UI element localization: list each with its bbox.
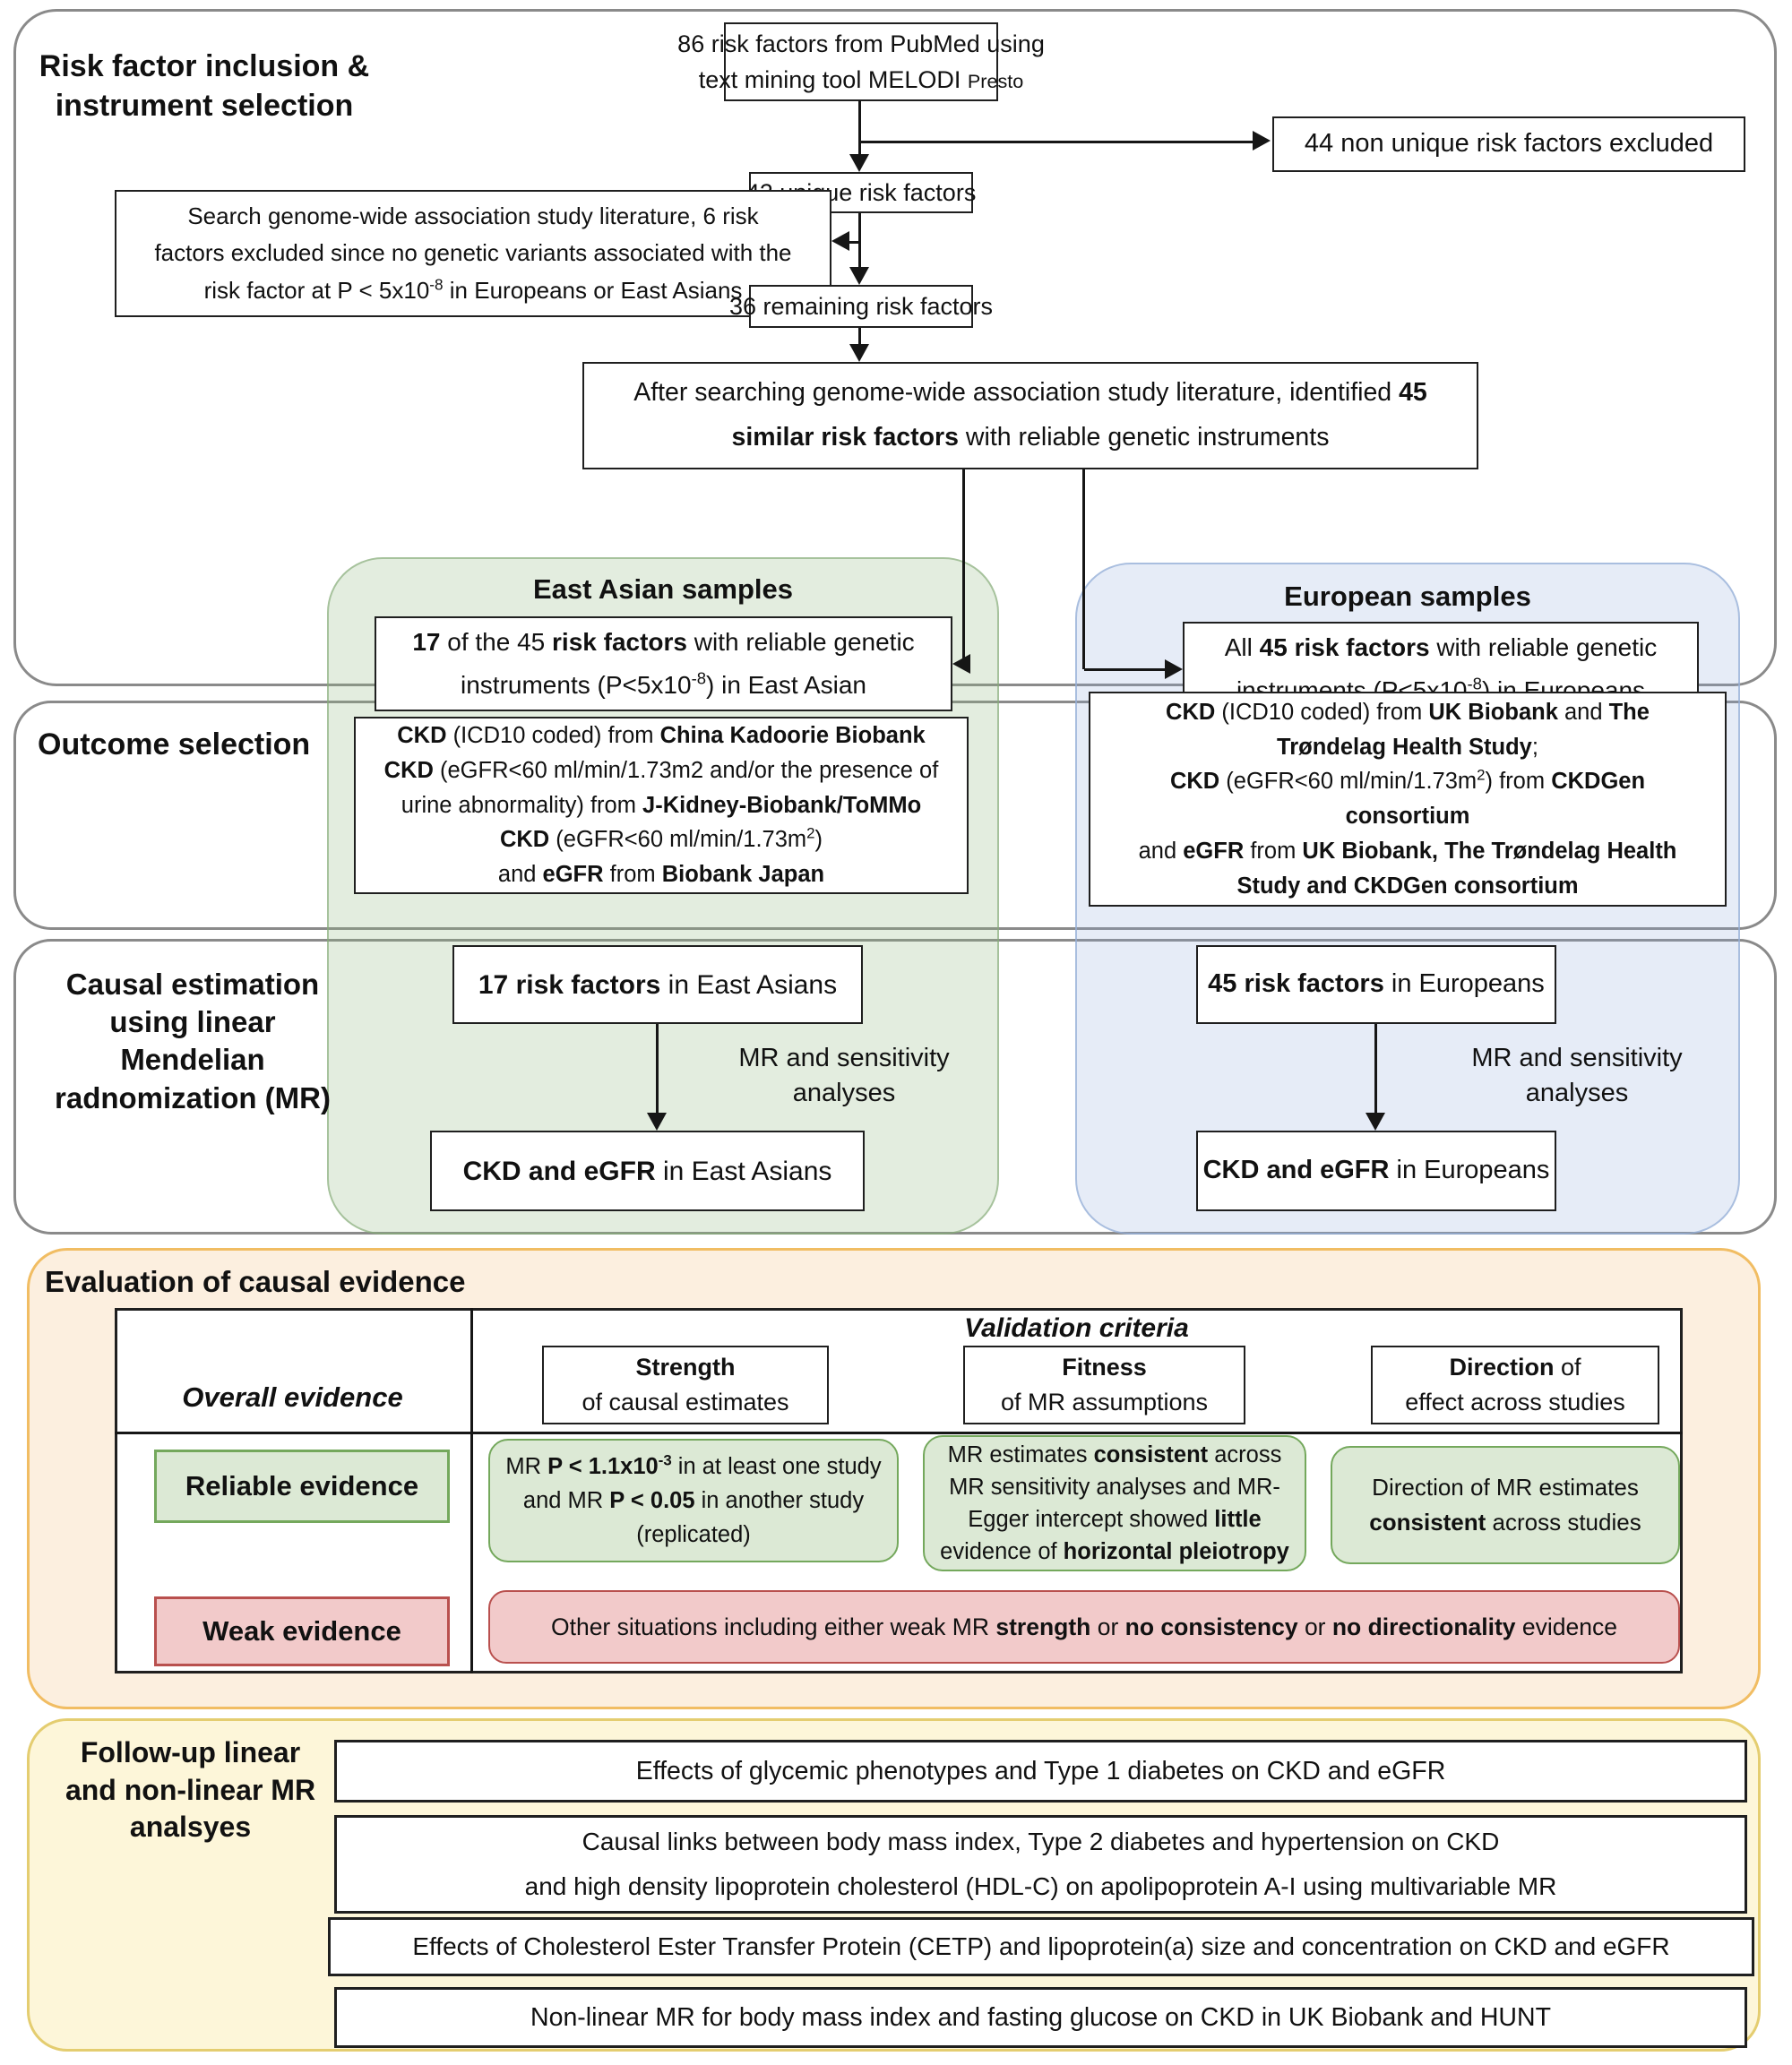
european-ckd-egfr-box: CKD and eGFR in Europeans (1196, 1131, 1556, 1211)
connector-45-to-european-v (1082, 469, 1085, 669)
weak-evidence-criteria: Other situations including either weak M… (488, 1590, 1680, 1664)
box-search-gwas-excluded: Search genome-wide association study lit… (115, 190, 831, 317)
arrow-left-to-search (831, 231, 849, 251)
east-asian-ckd-egfr-box: CKD and eGFR in East Asians (430, 1131, 865, 1211)
weak-evidence-label: Weak evidence (154, 1596, 450, 1666)
followup-box-cetp: Effects of Cholesterol Ester Transfer Pr… (328, 1917, 1754, 1976)
section-title-risk-factor-inclusion: Risk factor inclusion &instrument select… (39, 49, 370, 124)
followup-box-nonlinear: Non-linear MR for body mass index and fa… (334, 1987, 1747, 2048)
connector-86-to-42 (858, 100, 861, 156)
evaluation-table-vertical-divider (470, 1308, 473, 1674)
section-title-outcome-selection: Outcome selection (38, 727, 311, 761)
arrow-down-ea-mr (647, 1113, 667, 1131)
east-asian-outcome-box: CKD (ICD10 coded) from China Kadoorie Bi… (354, 717, 969, 894)
european-outcome-box: CKD (ICD10 coded) from UK Biobank and Th… (1089, 692, 1727, 907)
evaluation-title: Evaluation of causal evidence (45, 1265, 466, 1298)
box-36-remaining: 36 remaining risk factors (729, 285, 993, 328)
connector-36-to-45 (858, 328, 861, 346)
east-asian-instrument-box: 17 of the 45 risk factors with reliable … (375, 616, 952, 711)
east-asian-panel-title: East Asian samples (532, 573, 794, 605)
box-45-similar: After searching genome-wide association … (582, 362, 1478, 469)
box-44-excluded: 44 non unique risk factors excluded (1272, 116, 1745, 172)
european-panel-title: European samples (1284, 581, 1531, 612)
arrow-down-eu-mr (1366, 1113, 1385, 1131)
connector-45-to-east-asian (962, 469, 965, 666)
connector-eu-mr (1374, 1024, 1377, 1114)
followup-box-glycemic: Effects of glycemic phenotypes and Type … (334, 1740, 1747, 1803)
arrow-right-to-european (1165, 659, 1183, 679)
arrow-down-to-36 (849, 267, 869, 285)
east-asian-risk-factor-box: 17 risk factors in East Asians (452, 945, 863, 1024)
connector-ea-mr (656, 1024, 659, 1114)
connector-branch-to-44 (860, 141, 1254, 143)
overall-evidence-header: Overall evidence (182, 1381, 403, 1413)
arrow-right-to-44 (1253, 131, 1271, 151)
reliable-evidence-label: Reliable evidence (154, 1450, 450, 1523)
validation-criteria-header: Validation criteria (964, 1313, 1189, 1343)
arrow-down-to-42 (849, 154, 869, 172)
european-risk-factor-box: 45 risk factors in Europeans (1196, 945, 1556, 1024)
arrow-left-to-east-asian (952, 654, 970, 674)
evaluation-table-header-divider (115, 1432, 1683, 1434)
followup-box-multivariable: Causal links between body mass index, Ty… (334, 1815, 1747, 1914)
connector-45-to-european-h (1084, 668, 1167, 671)
arrow-down-to-45 (849, 344, 869, 362)
connector-branch-to-search (848, 241, 860, 244)
